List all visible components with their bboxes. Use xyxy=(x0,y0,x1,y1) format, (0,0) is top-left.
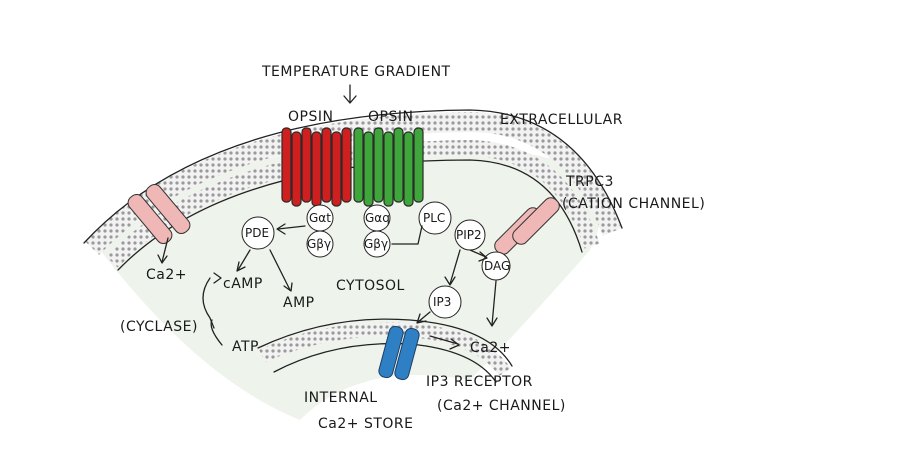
internal-label: INTERNAL xyxy=(304,390,378,406)
opsin-green-receptor xyxy=(353,127,424,207)
opsin-green-helix xyxy=(413,127,424,203)
opsin-green-helix xyxy=(373,127,384,203)
trpc3-channel xyxy=(494,197,560,255)
cation-channel-label: (CATION CHANNEL) xyxy=(562,196,705,212)
g-beta-gamma-left-circle xyxy=(306,230,334,258)
plc-circle xyxy=(418,201,452,235)
opsin-red-helix xyxy=(321,127,332,203)
left-channel xyxy=(127,184,191,244)
opsin-green-helix xyxy=(383,131,394,207)
opsin-left-label: OPSIN xyxy=(288,109,333,125)
plasma-membrane-outer xyxy=(84,111,622,255)
arrows xyxy=(157,84,498,350)
dag-text: DAG xyxy=(484,259,510,273)
ip3-text: IP3 xyxy=(433,295,451,309)
pde-text: PDE xyxy=(245,226,269,240)
opsin-red-receptor xyxy=(281,127,352,207)
ca-store-label: Ca2+ STORE xyxy=(318,416,413,432)
opsin-red-helix xyxy=(291,131,302,207)
opsin-right-label: OPSIN xyxy=(368,109,413,125)
atp-text: ATP xyxy=(232,339,259,355)
opsin-green-helix xyxy=(403,131,414,207)
g-alpha-q-text: Gαq xyxy=(365,211,390,225)
g-beta-gamma-right-circle xyxy=(363,230,391,258)
opsin-red-helix xyxy=(331,131,342,207)
membrane-edge-outer xyxy=(83,109,623,244)
ip3-receptor-channel xyxy=(378,325,420,381)
ip3-receptor-label: IP3 RECEPTOR xyxy=(426,374,533,390)
opsin-green-helix xyxy=(363,131,374,207)
pde-circle xyxy=(241,216,275,250)
ca-left-text: Ca2+ xyxy=(146,267,187,283)
ip3-circle xyxy=(428,285,462,319)
cytosol-label: CYTOSOL xyxy=(336,278,405,294)
opsin-red-helix xyxy=(301,127,312,203)
g-beta-gamma-left-text: Gβγ xyxy=(307,237,331,251)
opsin-green-helix xyxy=(353,127,364,203)
ca-right-text: Ca2+ xyxy=(470,340,511,356)
camp-text: cAMP xyxy=(223,276,263,292)
extracellular-label: EXTRACELLULAR xyxy=(500,112,623,128)
g-alpha-t-text: Gαt xyxy=(309,211,331,225)
opsin-green-helix xyxy=(393,127,404,203)
dag-circle xyxy=(481,251,511,281)
g-beta-gamma-right-text: Gβγ xyxy=(364,237,388,251)
ca-channel-label: (Ca2+ CHANNEL) xyxy=(437,398,566,414)
pip2-text: PIP2 xyxy=(456,228,482,242)
opsin-red-helix xyxy=(281,127,292,203)
trpc3-label: TRPC3 xyxy=(565,174,614,190)
plc-text: PLC xyxy=(423,211,445,225)
amp-text: AMP xyxy=(283,295,315,311)
store-membrane-edge-outer xyxy=(257,318,513,367)
opsin-red-helix xyxy=(341,127,352,203)
temperature-gradient-label: TEMPERATURE GRADIENT xyxy=(261,64,451,80)
opsin-red-helix xyxy=(311,131,322,207)
cyclase-text: (CYCLASE) xyxy=(120,319,198,335)
